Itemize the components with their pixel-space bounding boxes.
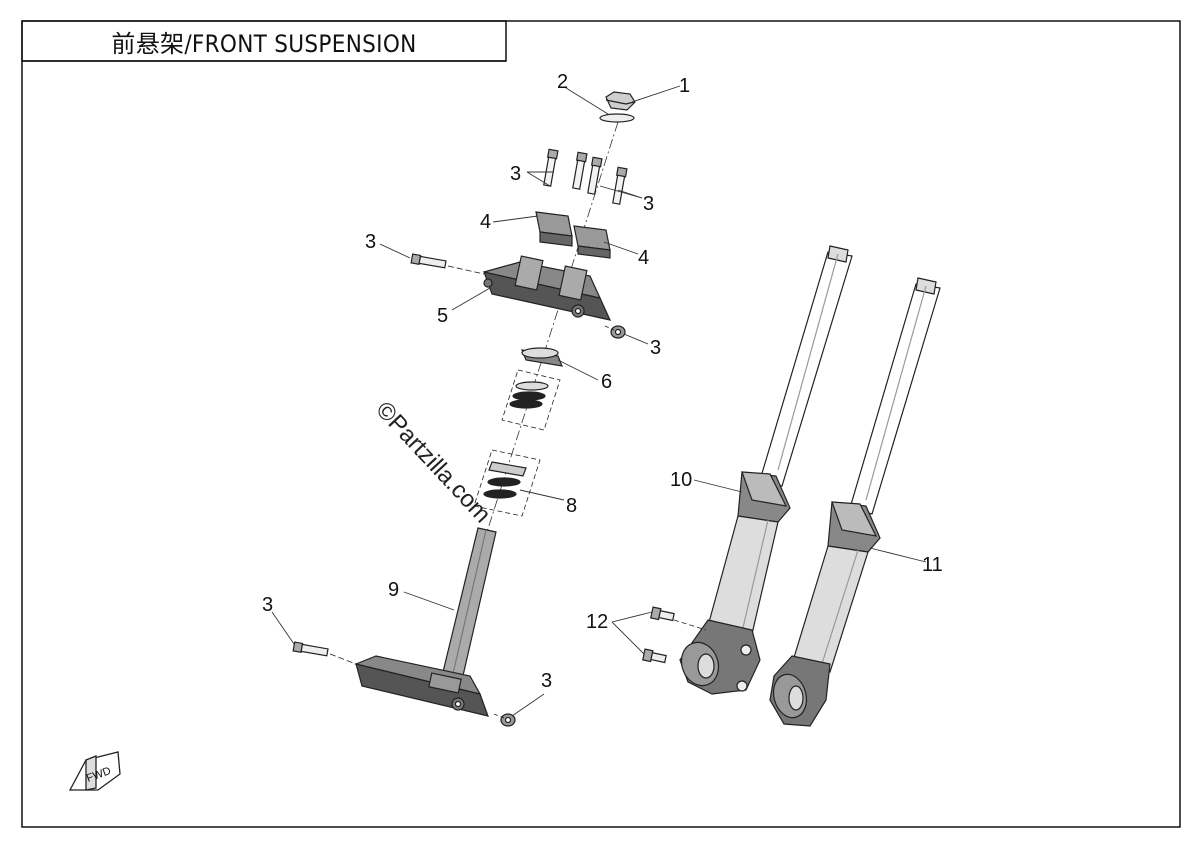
part-3-left-bolt (410, 253, 447, 269)
callout-labels: 1 2 3 3 3 3 3 3 4 4 5 6 8 9 10 11 12 (262, 71, 943, 692)
part-3-lower-left-bolt (292, 641, 329, 657)
callout-6: 6 (601, 371, 612, 393)
part-1-nut (605, 91, 636, 111)
part-5-upper-triple-clamp (483, 255, 612, 321)
callout-3: 3 (365, 231, 376, 253)
fork-leg-11 (769, 277, 941, 727)
part-9-steering-stem (354, 527, 497, 717)
callout-9: 9 (388, 579, 399, 601)
part-3-right-bolt (610, 325, 626, 339)
leader-lines (271, 85, 927, 717)
upper-bearing-group (501, 369, 561, 431)
fork-leg-10 (679, 245, 853, 695)
part-6-bearing-nut (521, 347, 563, 367)
callout-3: 3 (643, 193, 654, 215)
callout-1: 1 (679, 75, 690, 97)
callout-2: 2 (557, 71, 568, 93)
steering-stem-assembly (292, 91, 636, 727)
callout-3: 3 (650, 337, 661, 359)
part-4-clamps (535, 211, 611, 259)
forward-arrow-icon: FWD (68, 751, 121, 791)
callout-12: 12 (586, 611, 608, 633)
lower-bearing-group (473, 449, 541, 517)
page-title: 前悬架/FRONT SUSPENSION (111, 29, 417, 58)
part-2-washer (599, 113, 635, 123)
callout-10: 10 (670, 469, 692, 491)
callout-3: 3 (541, 670, 552, 692)
callout-4: 4 (480, 211, 491, 233)
part-12-bolts (642, 606, 707, 664)
callout-3: 3 (510, 163, 521, 185)
callout-3: 3 (262, 594, 273, 616)
part-3-lower-right-bolt (500, 713, 516, 727)
callout-11: 11 (922, 554, 943, 576)
callout-4: 4 (638, 247, 649, 269)
sheet-border (21, 20, 1181, 828)
callout-5: 5 (437, 305, 448, 327)
callout-8: 8 (566, 495, 577, 517)
part-3-top-bolts (543, 148, 628, 205)
